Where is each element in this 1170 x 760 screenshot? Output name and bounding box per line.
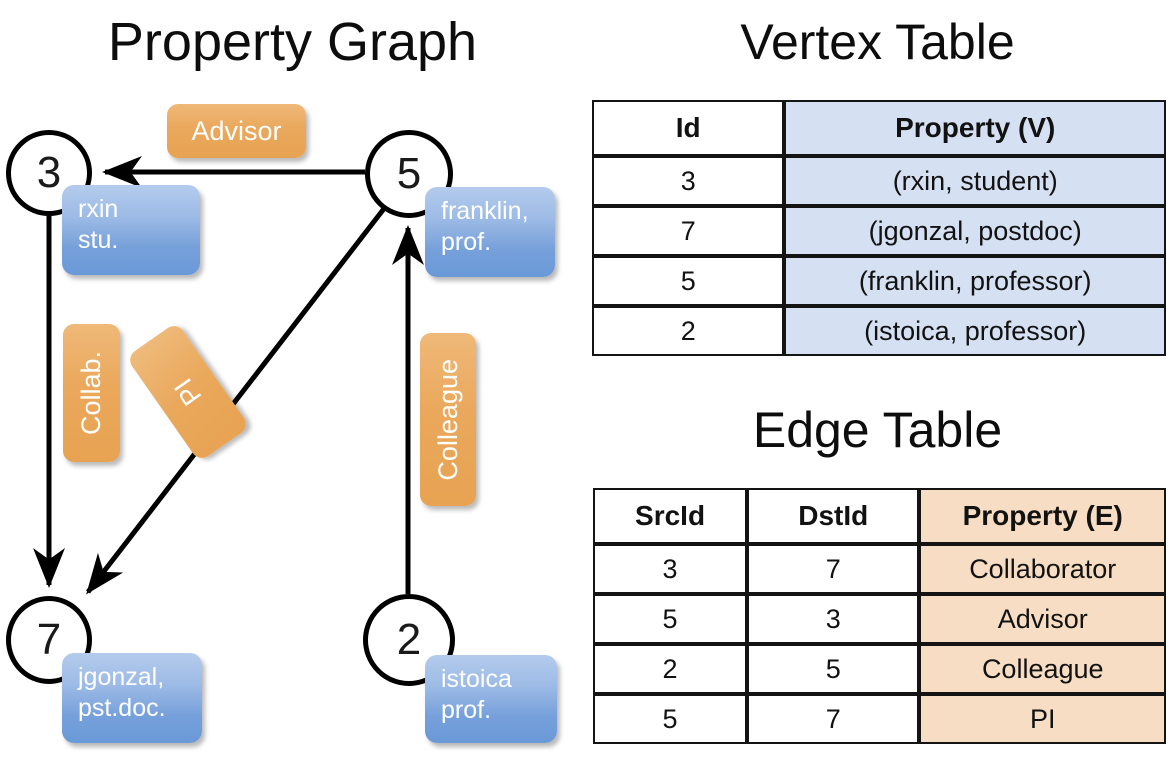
edge-label-advisor[interactable]: Advisor	[167, 104, 306, 158]
edge-line-pi	[86, 204, 388, 595]
vertex-label-3-line2: stu.	[78, 226, 119, 254]
table-header-row: Id Property (V)	[592, 100, 1166, 156]
edge-cell-srcid: 2	[593, 644, 748, 694]
vertex-label-7-line1: jgonzal,	[78, 663, 165, 691]
graph-node-5[interactable]: 5	[365, 130, 453, 218]
edge-label-collab[interactable]: Collab.	[63, 324, 120, 462]
vertex-cell-id: 5	[592, 256, 785, 306]
edge-table: SrcId DstId Property (E) 3 7 Collaborato…	[593, 488, 1166, 744]
table-row: 2 (istoica, professor)	[592, 306, 1166, 356]
vertex-cell-property: (rxin, student)	[784, 156, 1166, 206]
vertex-cell-id: 3	[592, 156, 785, 206]
vertex-label-7[interactable]: jgonzal, pst.doc.	[62, 653, 202, 743]
vertex-label-5-line1: franklin,	[441, 197, 529, 225]
vertex-table: Id Property (V) 3 (rxin, student) 7 (jgo…	[592, 100, 1166, 356]
property-graph-diagram: Advisor Collab. PI Colleague 3 5 7 2 rxi…	[6, 104, 557, 743]
vertex-header-property: Property (V)	[784, 100, 1166, 156]
edge-label-pi-text: PI	[167, 373, 208, 412]
edge-cell-srcid: 5	[593, 694, 748, 744]
vertex-cell-property: (jgonzal, postdoc)	[784, 206, 1166, 256]
vertex-label-3[interactable]: rxin stu.	[62, 185, 200, 275]
edge-cell-dstid: 5	[747, 644, 920, 694]
vertex-label-3-line1: rxin	[78, 195, 119, 223]
page-title-property-graph: Property Graph	[107, 12, 478, 72]
page-title-edge-table: Edge Table	[752, 402, 1003, 458]
vertex-label-5[interactable]: franklin, prof.	[425, 187, 555, 277]
vertex-cell-id: 2	[592, 306, 785, 356]
vertex-label-5-line2: prof.	[441, 228, 492, 256]
edge-label-colleague[interactable]: Colleague	[420, 333, 476, 506]
table-row: 5 7 PI	[593, 694, 1166, 744]
vertex-header-id: Id	[592, 100, 785, 156]
edge-cell-dstid: 7	[747, 544, 920, 594]
edge-cell-srcid: 5	[593, 594, 748, 644]
page-title-vertex-table: Vertex Table	[740, 14, 1015, 70]
graph-edge-lines	[33, 156, 424, 595]
vertex-cell-id: 7	[592, 206, 785, 256]
table-row: 5 3 Advisor	[593, 594, 1166, 644]
table-row: 3 7 Collaborator	[593, 544, 1166, 594]
vertex-label-7-line2: pst.doc.	[78, 694, 166, 722]
vertex-label-2-line2: prof.	[441, 696, 492, 724]
graph-node-7-label: 7	[36, 615, 62, 664]
edge-header-srcid: SrcId	[593, 488, 748, 544]
table-row: 7 (jgonzal, postdoc)	[592, 206, 1166, 256]
vertex-label-2-line1: istoica	[441, 665, 512, 693]
graph-node-2[interactable]: 2	[363, 594, 455, 686]
table-row: 3 (rxin, student)	[592, 156, 1166, 206]
edge-cell-dstid: 7	[747, 694, 920, 744]
vertex-label-2[interactable]: istoica prof.	[425, 655, 557, 743]
edge-cell-property: Colleague	[919, 644, 1166, 694]
edge-cell-srcid: 3	[593, 544, 748, 594]
graph-node-3-label: 3	[36, 148, 62, 197]
edge-cell-dstid: 3	[747, 594, 920, 644]
edge-label-collab-text: Collab.	[76, 350, 106, 436]
table-row: 5 (franklin, professor)	[592, 256, 1166, 306]
edge-label-colleague-text: Colleague	[432, 358, 463, 481]
vertex-cell-property: (franklin, professor)	[784, 256, 1166, 306]
edge-cell-property: Advisor	[919, 594, 1166, 644]
graph-node-5-label: 5	[396, 149, 422, 198]
edge-cell-property: Collaborator	[919, 544, 1166, 594]
graph-node-2-label: 2	[396, 615, 422, 664]
table-row: 2 5 Colleague	[593, 644, 1166, 694]
table-header-row: SrcId DstId Property (E)	[593, 488, 1166, 544]
edge-cell-property: PI	[919, 694, 1166, 744]
edge-header-property: Property (E)	[919, 488, 1166, 544]
vertex-cell-property: (istoica, professor)	[784, 306, 1166, 356]
edge-label-advisor-text: Advisor	[191, 115, 282, 146]
edge-header-dstid: DstId	[747, 488, 920, 544]
